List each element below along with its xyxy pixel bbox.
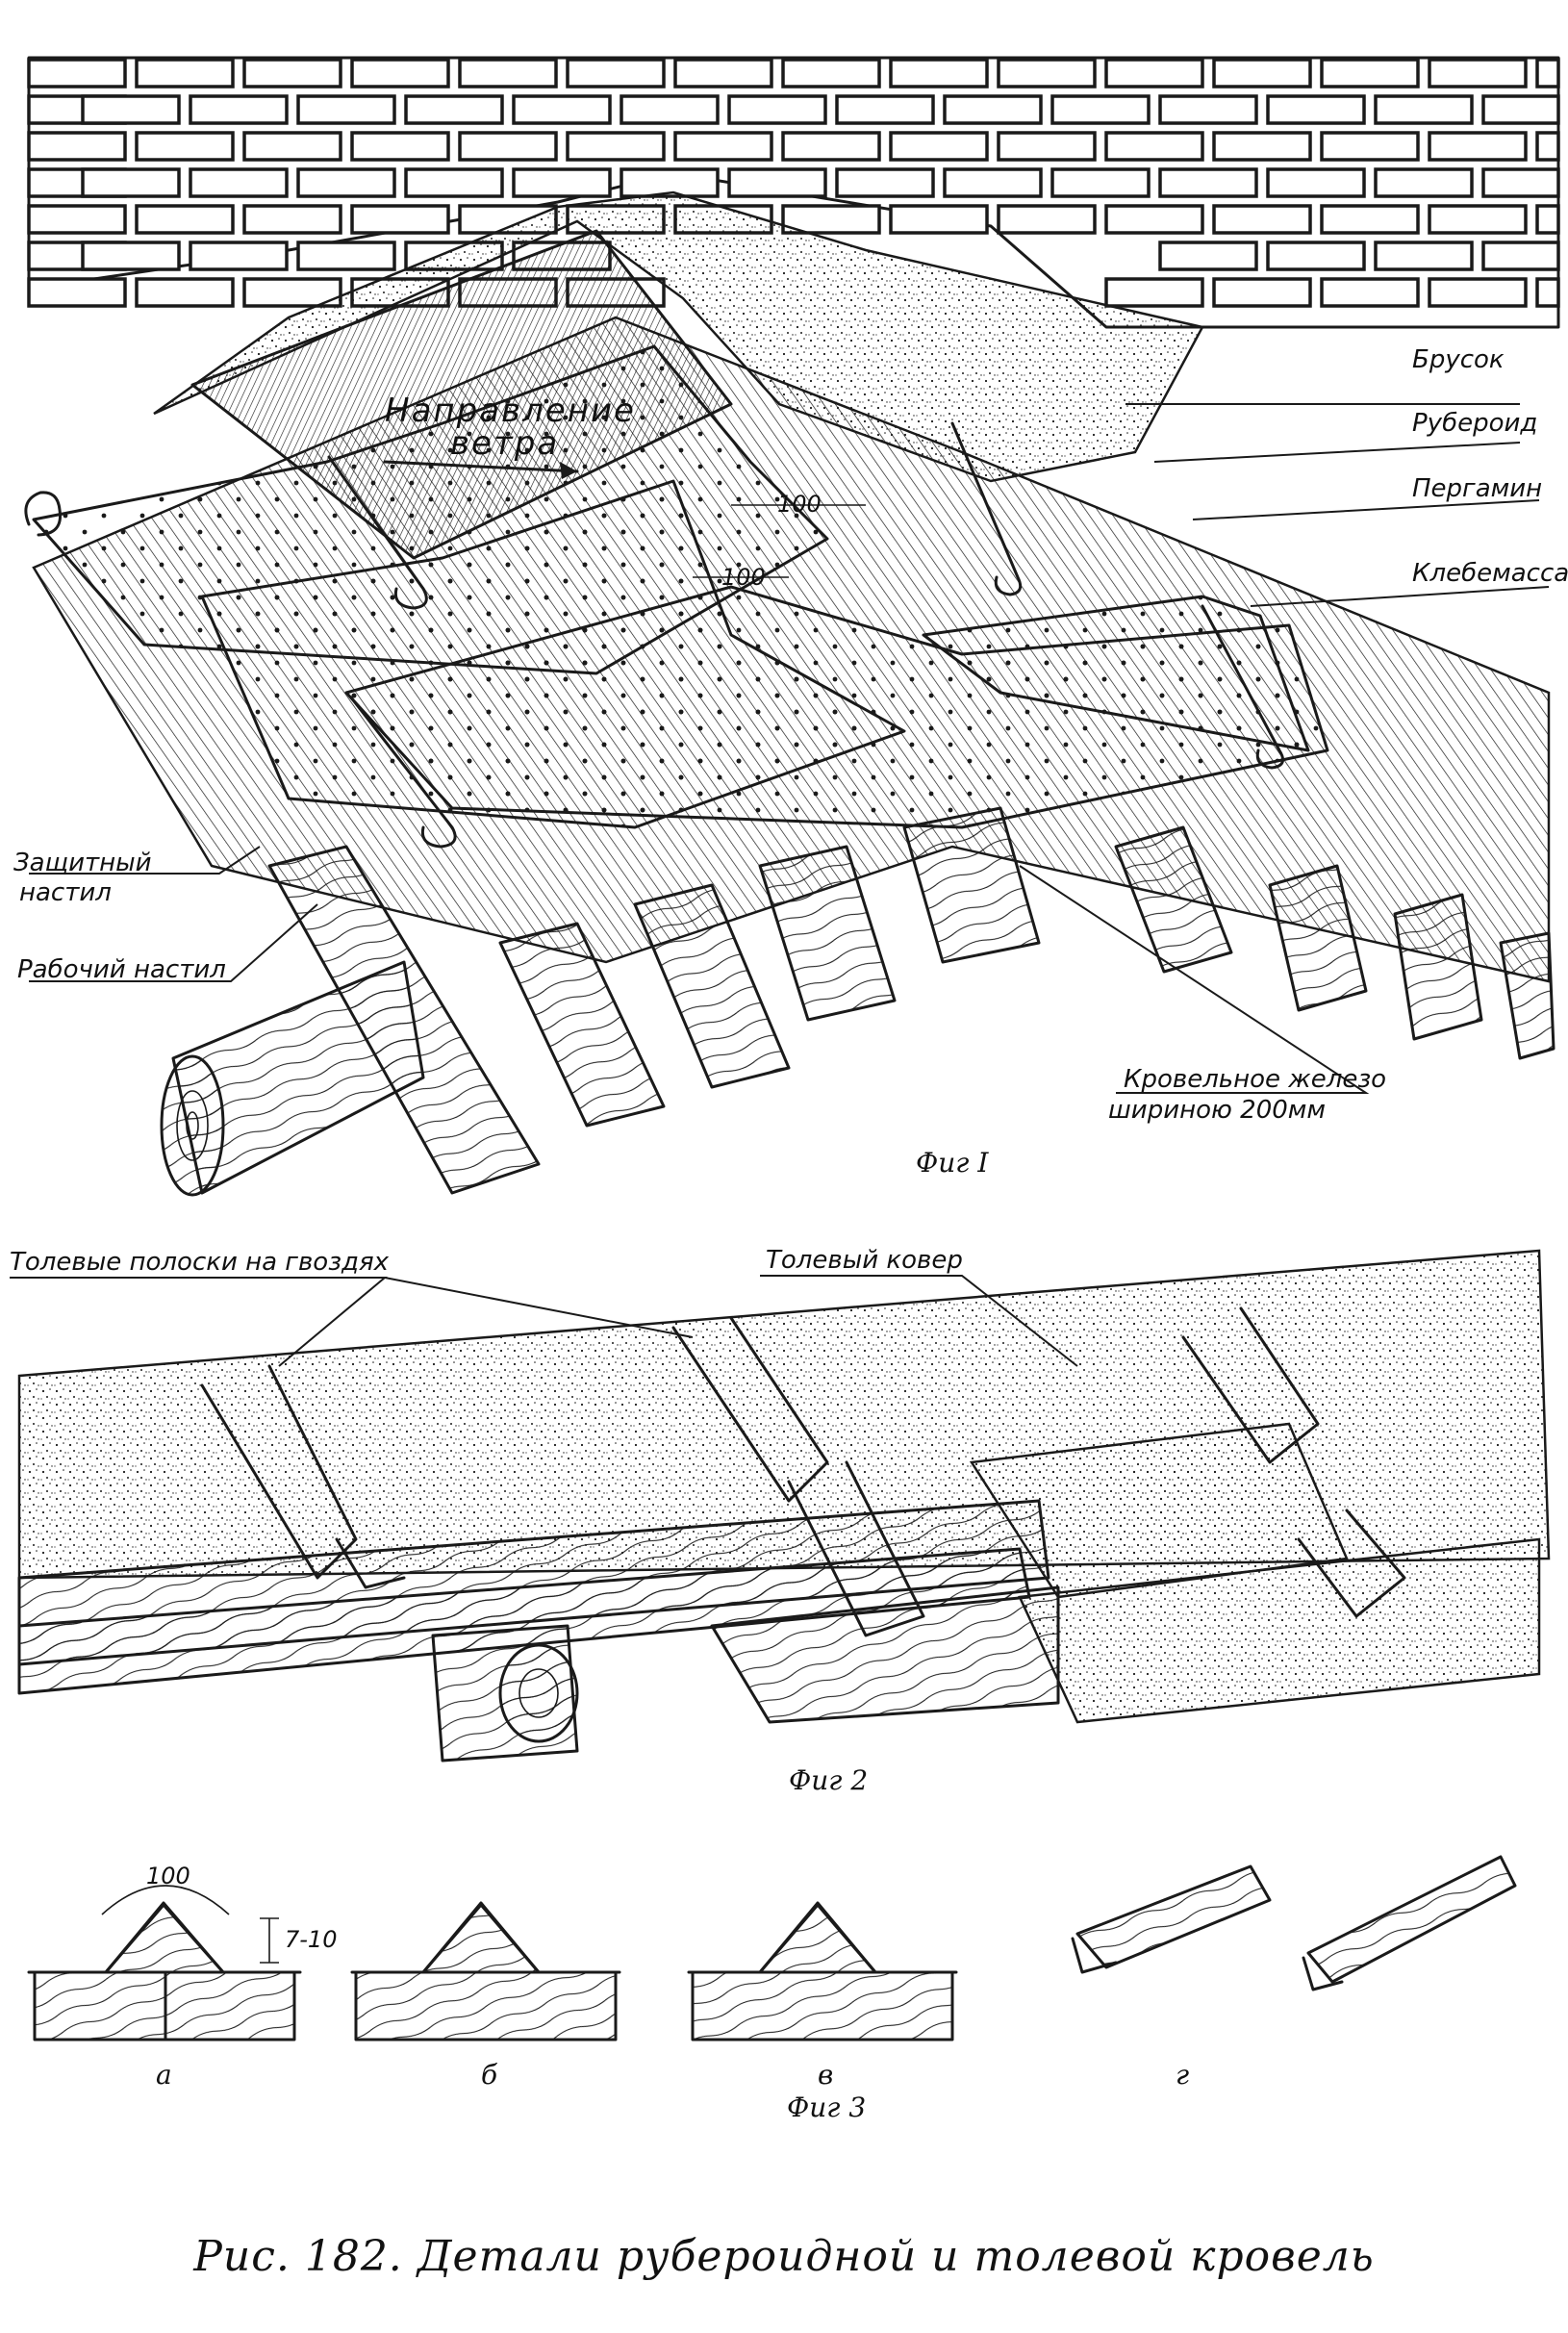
label-rabochy: Рабочий настил [17,955,226,984]
label-ruberoid: Рубероид [1412,409,1537,438]
fig3-part-v: в [818,2059,833,2091]
label-zashchitny-line1: Защитный [13,849,152,877]
label-polosky: Толевые полоски на гвоздях [10,1248,390,1277]
dim-100-top: 100 [777,491,822,518]
dim-100-bottom: 100 [721,564,766,591]
dim-100-ridge: 100 [146,1863,190,1889]
fig2-caption: Фиг 2 [789,1764,868,1796]
label-kover: Толевый ковер [766,1246,963,1275]
fig3-part-a: а [156,2059,172,2091]
page-caption: Рис. 182. Детали рубероидной и толевой к… [192,2232,1374,2281]
wind-label-line1: Направление [385,392,636,430]
label-pergamin: Пергамин [1412,474,1542,503]
dim-7-10: 7-10 [285,1926,337,1953]
label-klebemassa: Клебемасса [1412,559,1568,588]
wind-label-line2: ветра [450,424,559,463]
fig3-part-g: г [1176,2059,1189,2091]
fig1-rafters [160,806,1555,1197]
fig2-leaders [10,1275,1078,1367]
fig1-wind-label: Направление ветра [385,392,636,463]
label-zhelezo-line2: шириною 200мм [1108,1096,1326,1125]
fig1-leaders [29,403,1550,1094]
label-brusok: Брусок [1412,345,1505,374]
fig3-part-b: б [481,2059,498,2091]
fig2-roof [17,1249,1551,1762]
fig1-caption: Фиг I [916,1147,989,1179]
fig1-membrane-layers [24,190,1329,849]
fig3-sections [27,1855,1517,2041]
label-zhelezo-line1: Кровельное железо [1124,1065,1386,1094]
fig3-caption: Фиг 3 [787,2092,866,2123]
label-zashchitny-line2: настил [19,878,112,907]
